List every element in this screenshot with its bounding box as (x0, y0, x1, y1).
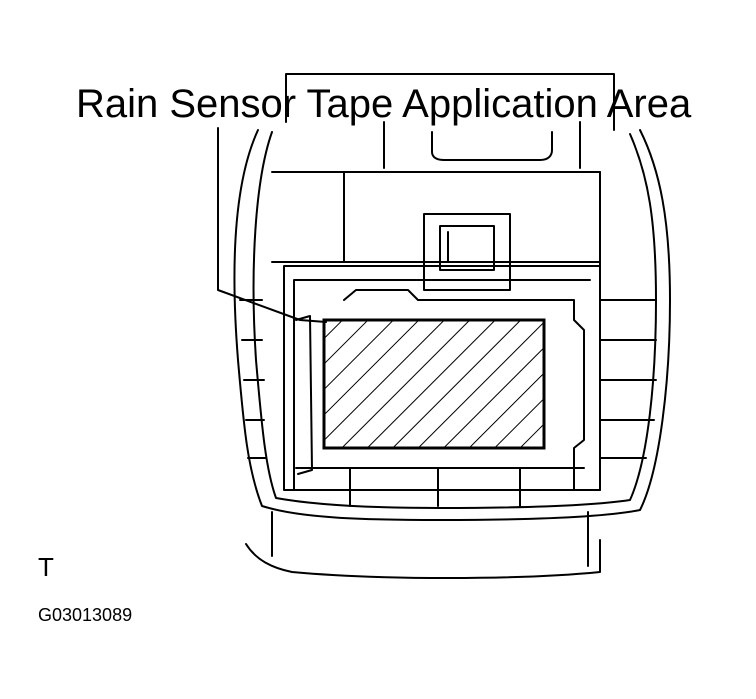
figure-code: G03013089 (38, 605, 133, 625)
housing-outer-outline (233, 73, 671, 521)
sensor-frame-left (295, 315, 313, 475)
top-slot (431, 131, 553, 161)
sensor-frame-inner (293, 279, 591, 491)
callout-leader-line (217, 127, 327, 323)
left-ribs (239, 299, 267, 459)
bottom-tab (245, 511, 601, 579)
tape-application-area (322, 318, 546, 450)
view-letter: T (38, 552, 54, 582)
connector-block (423, 213, 511, 291)
sensor-frame-outer (283, 265, 601, 491)
right-ribs (599, 299, 657, 459)
callout-label: Rain Sensor Tape Application Area (76, 82, 692, 126)
